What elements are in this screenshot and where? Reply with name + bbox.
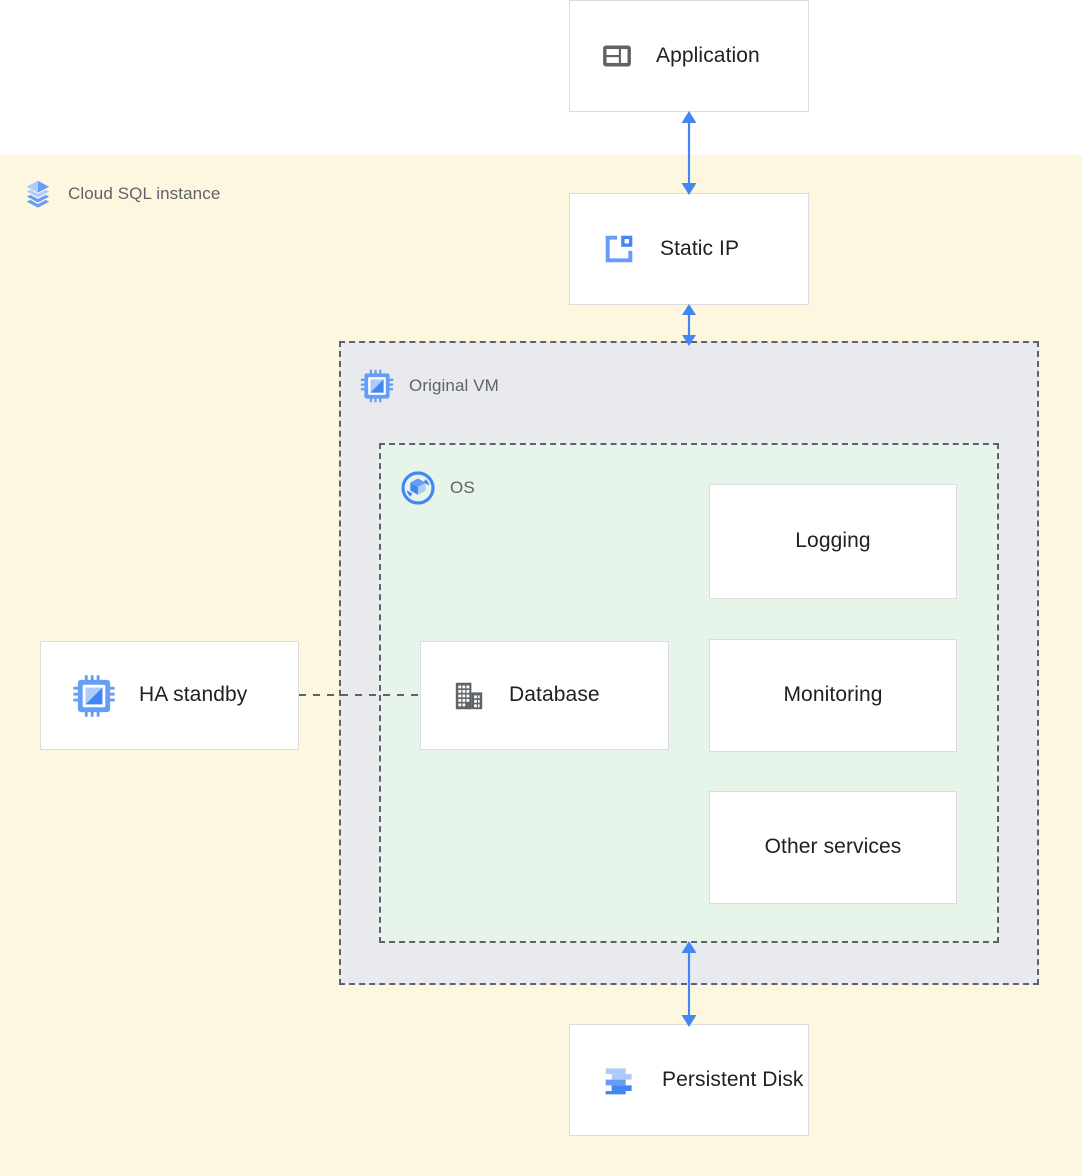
connector-application-to-static-ip xyxy=(681,111,697,195)
static-ip-icon xyxy=(600,230,638,268)
os-container-icon xyxy=(400,470,436,506)
box-label-other-services: Other services xyxy=(764,835,902,859)
box-monitoring[interactable]: Monitoring xyxy=(709,639,957,752)
connector-ha-standby-to-database xyxy=(299,694,421,696)
cloud-sql-layers-icon xyxy=(22,178,54,210)
persistent-disk-icon xyxy=(600,1060,640,1100)
box-label-logging: Logging xyxy=(795,529,871,553)
box-static-ip[interactable]: Static IP xyxy=(569,193,809,305)
zone-label-cloud-sql-instance: Cloud SQL instance xyxy=(68,184,221,203)
box-label-application: Application xyxy=(656,43,760,67)
application-layout-icon xyxy=(600,39,634,73)
zone-header-cloud-sql-instance: Cloud SQL instance xyxy=(22,178,220,210)
zone-label-os: OS xyxy=(450,478,475,497)
vm-chip-icon xyxy=(71,673,117,719)
box-label-database: Database xyxy=(509,683,600,707)
box-database[interactable]: Database xyxy=(420,641,669,750)
connector-static-ip-to-original-vm xyxy=(682,304,696,346)
zone-header-original-vm: Original VM xyxy=(359,368,499,404)
database-building-icon xyxy=(451,678,487,714)
box-label-persistent-disk: Persistent Disk xyxy=(662,1067,804,1091)
box-other-services[interactable]: Other services xyxy=(709,791,957,904)
box-label-static-ip: Static IP xyxy=(660,236,740,260)
box-persistent-disk[interactable]: Persistent Disk xyxy=(569,1024,809,1136)
box-label-ha-standby: HA standby xyxy=(139,683,248,707)
zone-label-original-vm: Original VM xyxy=(409,376,499,395)
box-label-monitoring: Monitoring xyxy=(783,683,883,707)
box-logging[interactable]: Logging xyxy=(709,484,957,599)
connector-original-vm-to-persistent-disk xyxy=(681,941,697,1027)
zone-header-os: OS xyxy=(400,470,475,506)
box-application[interactable]: Application xyxy=(569,0,809,112)
box-ha-standby[interactable]: HA standby xyxy=(40,641,299,750)
vm-chip-icon xyxy=(359,368,395,404)
